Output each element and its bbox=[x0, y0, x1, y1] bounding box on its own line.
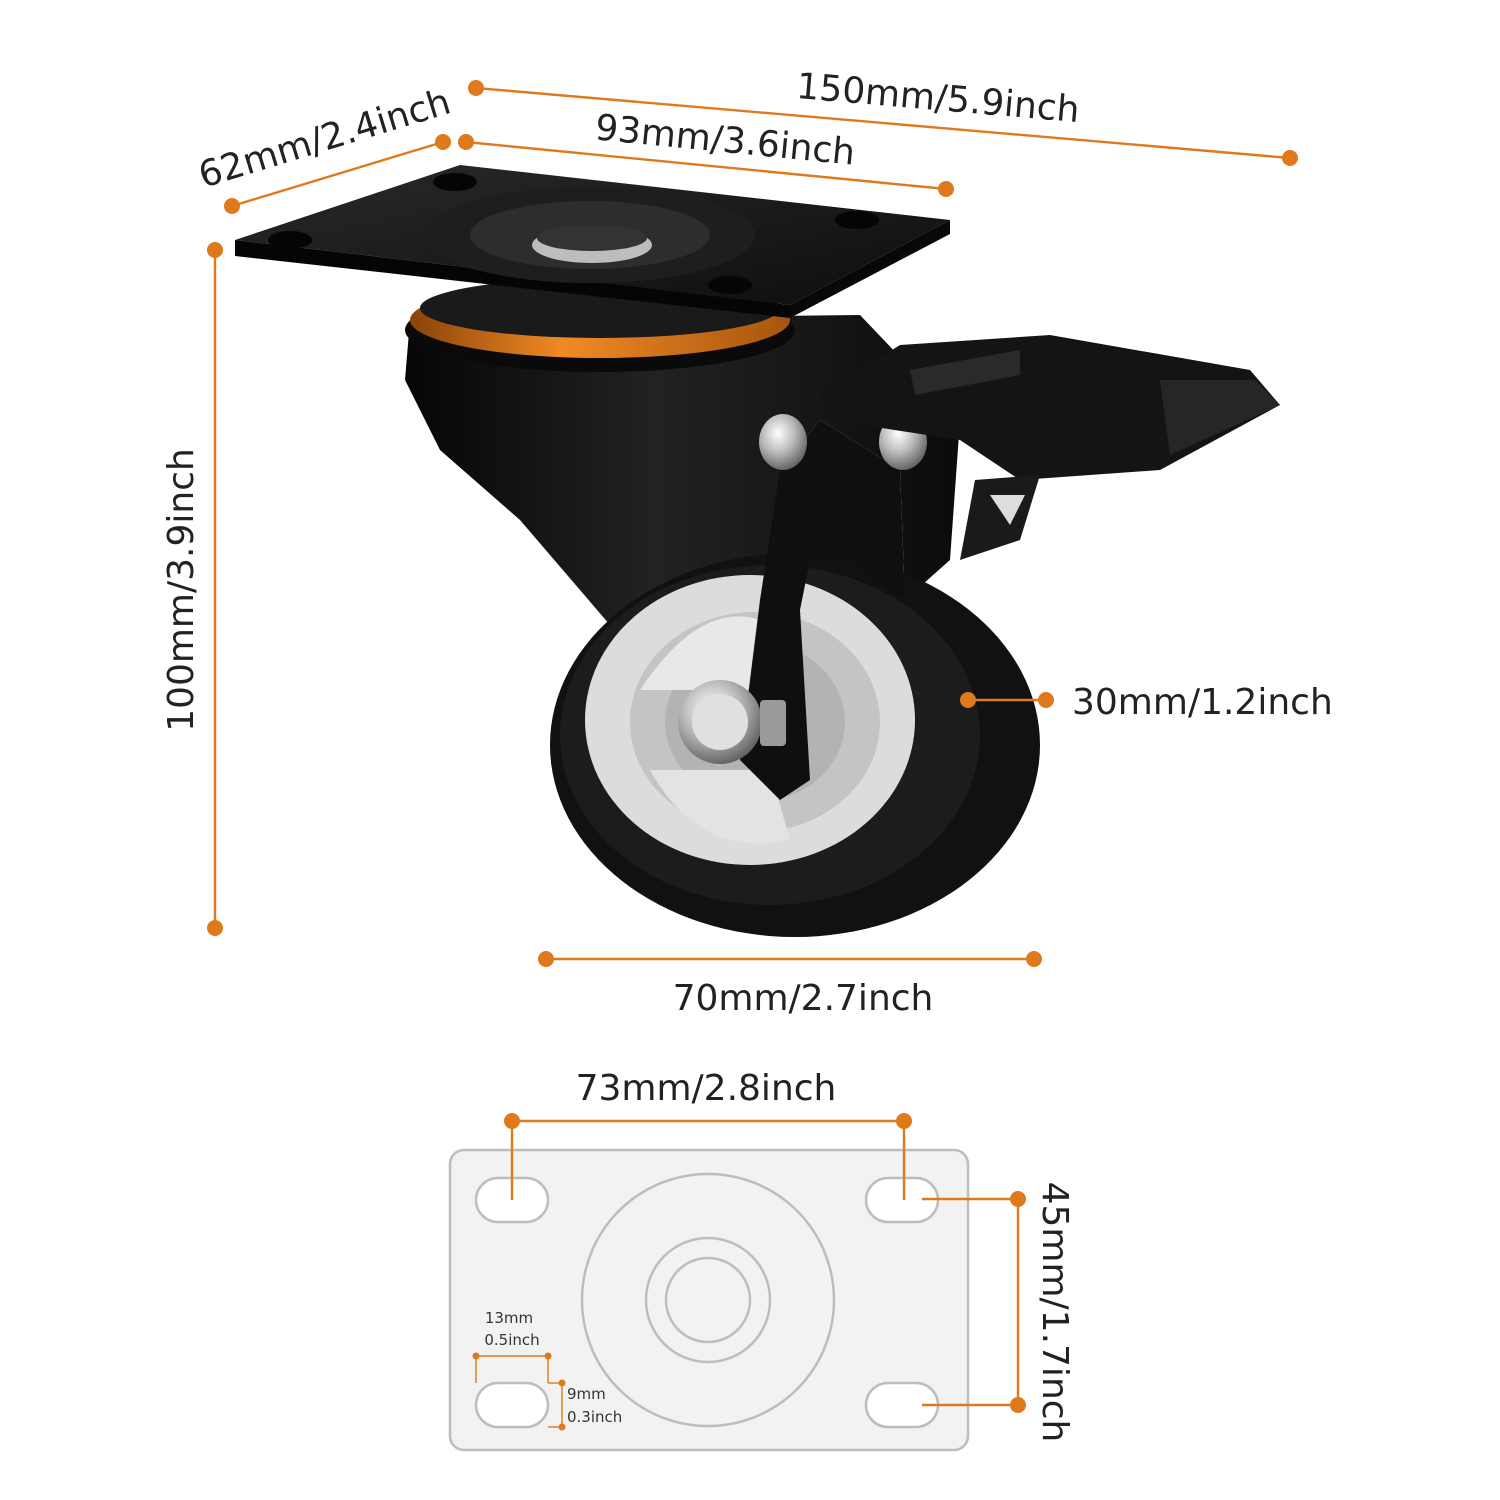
plate-center-ring-icon bbox=[664, 1256, 752, 1344]
dim-line-total-length bbox=[475, 86, 1291, 160]
dim-endpoint-icon bbox=[1282, 150, 1298, 166]
label-total-length: 150mm/5.9inch bbox=[795, 66, 1081, 131]
label-wheel-diameter: 70mm/2.7inch bbox=[673, 978, 934, 1019]
label-slot-width-mm: 9mm bbox=[567, 1385, 606, 1403]
plate-slot-icon bbox=[474, 1381, 550, 1429]
dim-endpoint-icon bbox=[207, 242, 223, 258]
label-hole-spacing-length: 73mm/2.8inch bbox=[576, 1068, 837, 1109]
plate-hole-icon bbox=[268, 231, 312, 249]
dim-endpoint-icon bbox=[938, 181, 954, 197]
plate-center-ring-icon bbox=[644, 1236, 772, 1364]
dimension-lines bbox=[207, 80, 1298, 967]
plate-hole-icon bbox=[835, 211, 879, 229]
dim-line-plate-width bbox=[231, 140, 444, 208]
caster-illustration bbox=[235, 165, 1280, 937]
dim-endpoint-icon bbox=[960, 692, 976, 708]
plate-dimension-lines bbox=[472, 1113, 1026, 1431]
dim-endpoint-icon bbox=[896, 1113, 912, 1129]
dim-endpoint-icon bbox=[468, 80, 484, 96]
dim-line-plate-length bbox=[465, 140, 947, 191]
plate-dimension-labels: 73mm/2.8inch 45mm/1.7inch 13mm 0.5inch 9… bbox=[484, 1068, 1075, 1442]
dim-endpoint-icon bbox=[458, 134, 474, 150]
dim-endpoint-icon bbox=[1038, 692, 1054, 708]
dim-endpoint-icon bbox=[1010, 1397, 1026, 1413]
dim-endpoint-icon bbox=[435, 134, 451, 150]
label-wheel-width: 30mm/1.2inch bbox=[1072, 682, 1333, 723]
dim-endpoint-icon bbox=[207, 920, 223, 936]
dim-endpoint-icon bbox=[224, 198, 240, 214]
caster-fork-bracket bbox=[405, 315, 960, 800]
axle-bolt-icon bbox=[678, 680, 786, 764]
swivel-ring bbox=[405, 278, 795, 372]
plate-center-ring-icon bbox=[580, 1172, 836, 1428]
dim-endpoint-icon bbox=[1010, 1191, 1026, 1207]
plate-outline bbox=[448, 1148, 970, 1452]
label-hole-spacing-width: 45mm/1.7inch bbox=[1034, 1182, 1075, 1443]
brake-pedal bbox=[820, 335, 1280, 560]
top-mounting-plate bbox=[235, 165, 950, 318]
dim-endpoint-icon bbox=[1026, 951, 1042, 967]
dim-endpoint-icon bbox=[504, 1113, 520, 1129]
plate-hole-icon bbox=[708, 276, 752, 294]
dim-endpoint-icon bbox=[538, 951, 554, 967]
label-total-height: 100mm/3.9inch bbox=[161, 448, 202, 732]
mounting-plate-diagram bbox=[448, 1148, 970, 1452]
label-slot-width-inch: 0.3inch bbox=[567, 1408, 622, 1426]
plate-hole-icon bbox=[433, 173, 477, 191]
label-plate-width: 62mm/2.4inch bbox=[194, 81, 455, 196]
label-slot-length-inch: 0.5inch bbox=[484, 1331, 539, 1349]
label-slot-length-mm: 13mm bbox=[485, 1309, 533, 1327]
